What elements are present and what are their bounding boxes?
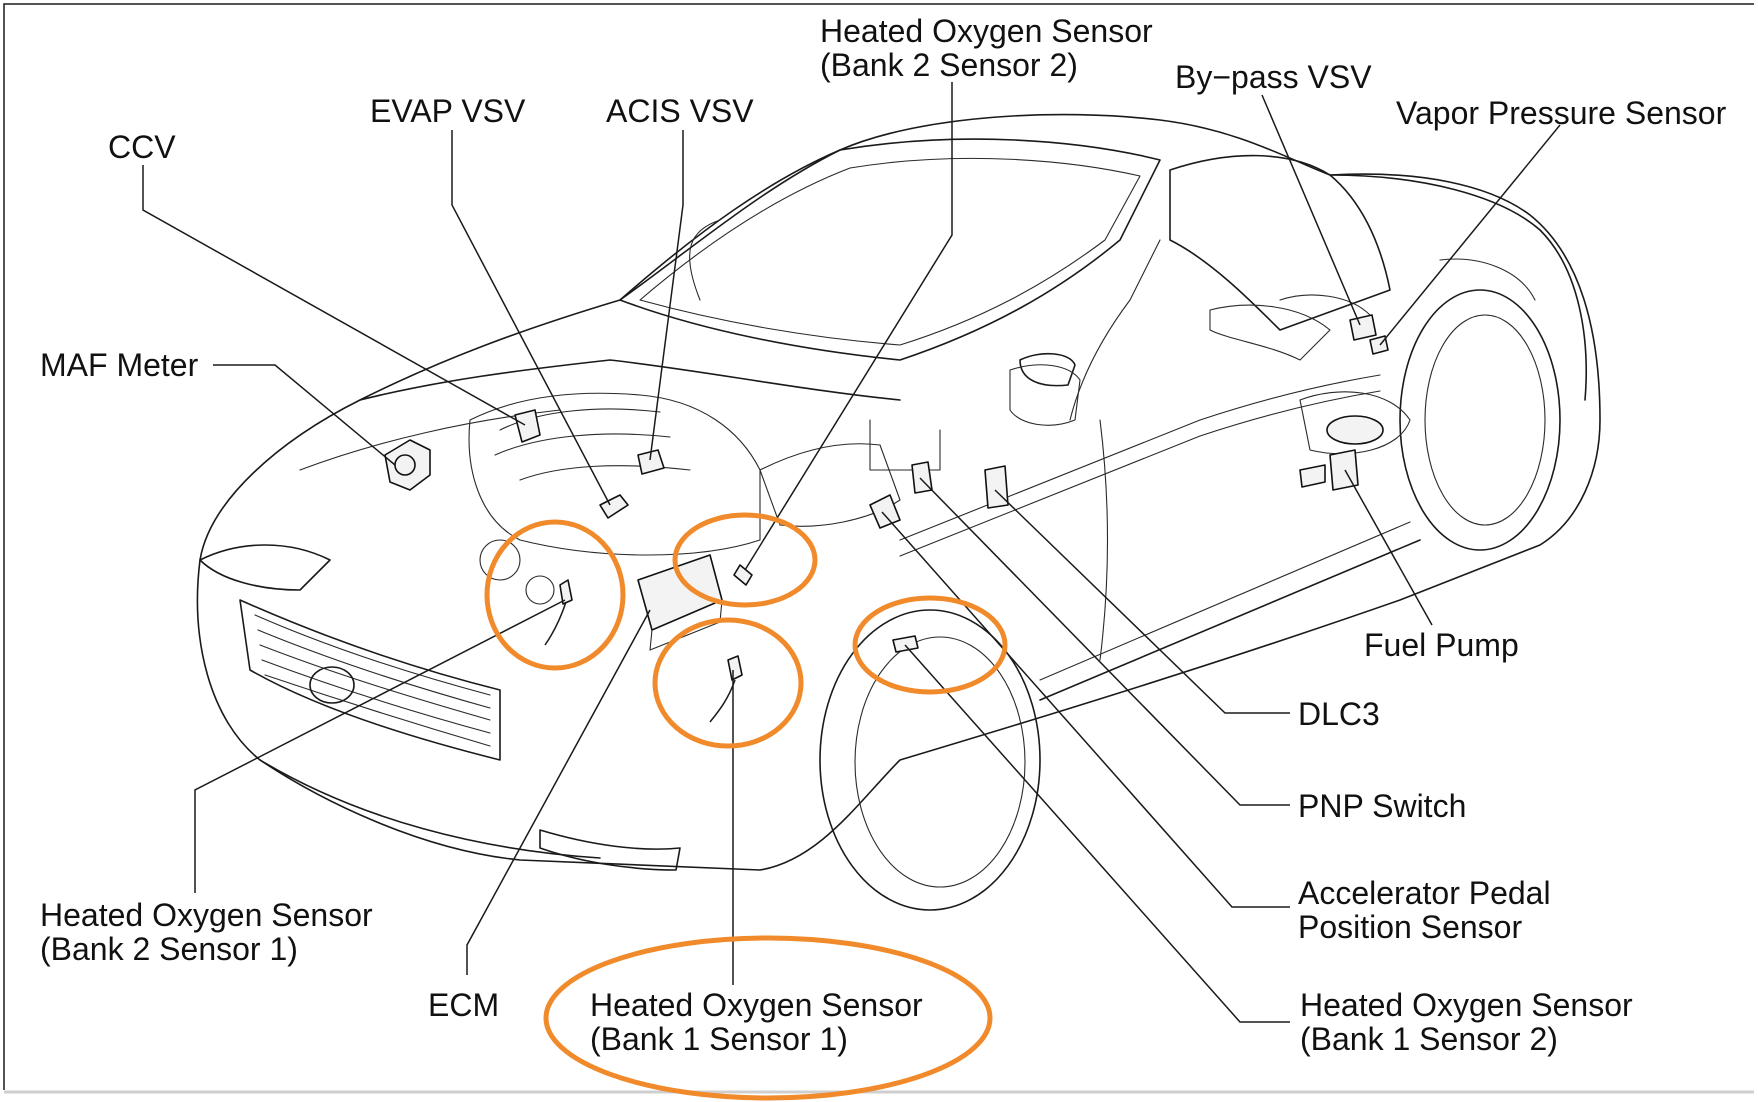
leader-evap-vsv	[451, 130, 611, 506]
o2-sensor-b2s2-part	[733, 564, 753, 586]
leader-vapor-pressure-sensor	[1379, 124, 1561, 346]
label-vapor-pressure-sensor: Vapor Pressure Sensor	[1396, 95, 1727, 131]
label-bypass-vsv: By−pass VSV	[1175, 59, 1372, 95]
labels: Heated Oxygen Sensor(Bank 2 Sensor 2) By…	[40, 13, 1727, 1057]
label-line: (Bank 2 Sensor 1)	[40, 931, 298, 967]
label-line: Position Sensor	[1298, 909, 1522, 945]
label-dlc3: DLC3	[1298, 696, 1380, 732]
highlight-circle-b1s1	[652, 617, 804, 749]
leader-fuel-pump	[1344, 469, 1433, 626]
highlight-circle-b1s1-label	[543, 935, 993, 1101]
label-line: ACIS VSV	[606, 93, 754, 129]
highlight-circle-b1s2	[852, 595, 1008, 695]
o2-sensor-b1s1-part	[709, 655, 743, 723]
leader-lines	[142, 82, 1561, 1023]
label-line: ECM	[428, 987, 499, 1023]
label-evap-vsv: EVAP VSV	[370, 93, 526, 129]
car-illustration	[196, 113, 1601, 911]
label-line: (Bank 1 Sensor 1)	[590, 1021, 848, 1057]
fuel-pump-part	[1299, 415, 1384, 491]
label-ccv: CCV	[108, 129, 176, 165]
label-line: Heated Oxygen Sensor	[1300, 987, 1633, 1023]
label-line: DLC3	[1298, 696, 1380, 732]
leader-accelerator-pedal-position-sensor	[881, 511, 1290, 908]
leader-bypass-vsv	[1261, 94, 1361, 326]
label-line: Heated Oxygen Sensor	[590, 987, 923, 1023]
highlight-circle-b2s1	[484, 519, 626, 671]
label-line: EVAP VSV	[370, 93, 526, 129]
leader-dlc3	[994, 489, 1290, 714]
label-line: MAF Meter	[40, 347, 199, 383]
bypass-vsv-part	[1349, 314, 1377, 341]
label-heated-o2-bank2-sensor2: Heated Oxygen Sensor(Bank 2 Sensor 2)	[820, 13, 1153, 83]
leader-heated-o2-bank2-sensor2	[744, 82, 953, 571]
o2-sensor-b1s2-part	[892, 635, 919, 653]
highlight-circle-b2s2	[672, 512, 818, 608]
o2-sensor-b2s1-part	[544, 579, 573, 646]
label-line: Fuel Pump	[1364, 627, 1519, 663]
label-line: Heated Oxygen Sensor	[820, 13, 1153, 49]
label-fuel-pump: Fuel Pump	[1364, 627, 1519, 663]
leader-ecm	[466, 609, 651, 975]
label-line: (Bank 2 Sensor 2)	[820, 47, 1078, 83]
leader-heated-o2-bank2-sensor1	[194, 599, 566, 893]
leader-pnp-switch	[919, 477, 1290, 806]
pnp-switch-part	[869, 494, 901, 529]
diagram-frame	[3, 3, 1754, 1090]
evap-vsv-part	[599, 494, 629, 519]
leader-acis-vsv	[649, 130, 684, 461]
label-line: Vapor Pressure Sensor	[1396, 95, 1727, 131]
label-acis-vsv: ACIS VSV	[606, 93, 754, 129]
label-heated-o2-bank1-sensor1: Heated Oxygen Sensor(Bank 1 Sensor 1)	[590, 987, 923, 1057]
accelerator-pedal-sensor-part	[911, 461, 933, 494]
label-ecm: ECM	[428, 987, 499, 1023]
label-line: (Bank 1 Sensor 2)	[1300, 1021, 1558, 1057]
ccv-part	[514, 409, 541, 443]
label-heated-o2-bank2-sensor1: Heated Oxygen Sensor(Bank 2 Sensor 1)	[40, 897, 373, 967]
dlc3-part	[984, 465, 1009, 509]
leader-maf-meter	[213, 364, 396, 466]
highlight-circles	[484, 512, 1008, 1101]
label-line: CCV	[108, 129, 176, 165]
label-line: By−pass VSV	[1175, 59, 1372, 95]
label-line: Heated Oxygen Sensor	[40, 897, 373, 933]
leader-ccv	[142, 165, 526, 426]
label-pnp-switch: PNP Switch	[1298, 788, 1466, 824]
label-maf-meter: MAF Meter	[40, 347, 199, 383]
leader-heated-o2-bank1-sensor2	[904, 644, 1290, 1023]
maf-meter-part	[384, 439, 431, 491]
label-line: Accelerator Pedal	[1298, 875, 1551, 911]
label-line: PNP Switch	[1298, 788, 1466, 824]
label-heated-o2-bank1-sensor2: Heated Oxygen Sensor(Bank 1 Sensor 2)	[1300, 987, 1633, 1057]
